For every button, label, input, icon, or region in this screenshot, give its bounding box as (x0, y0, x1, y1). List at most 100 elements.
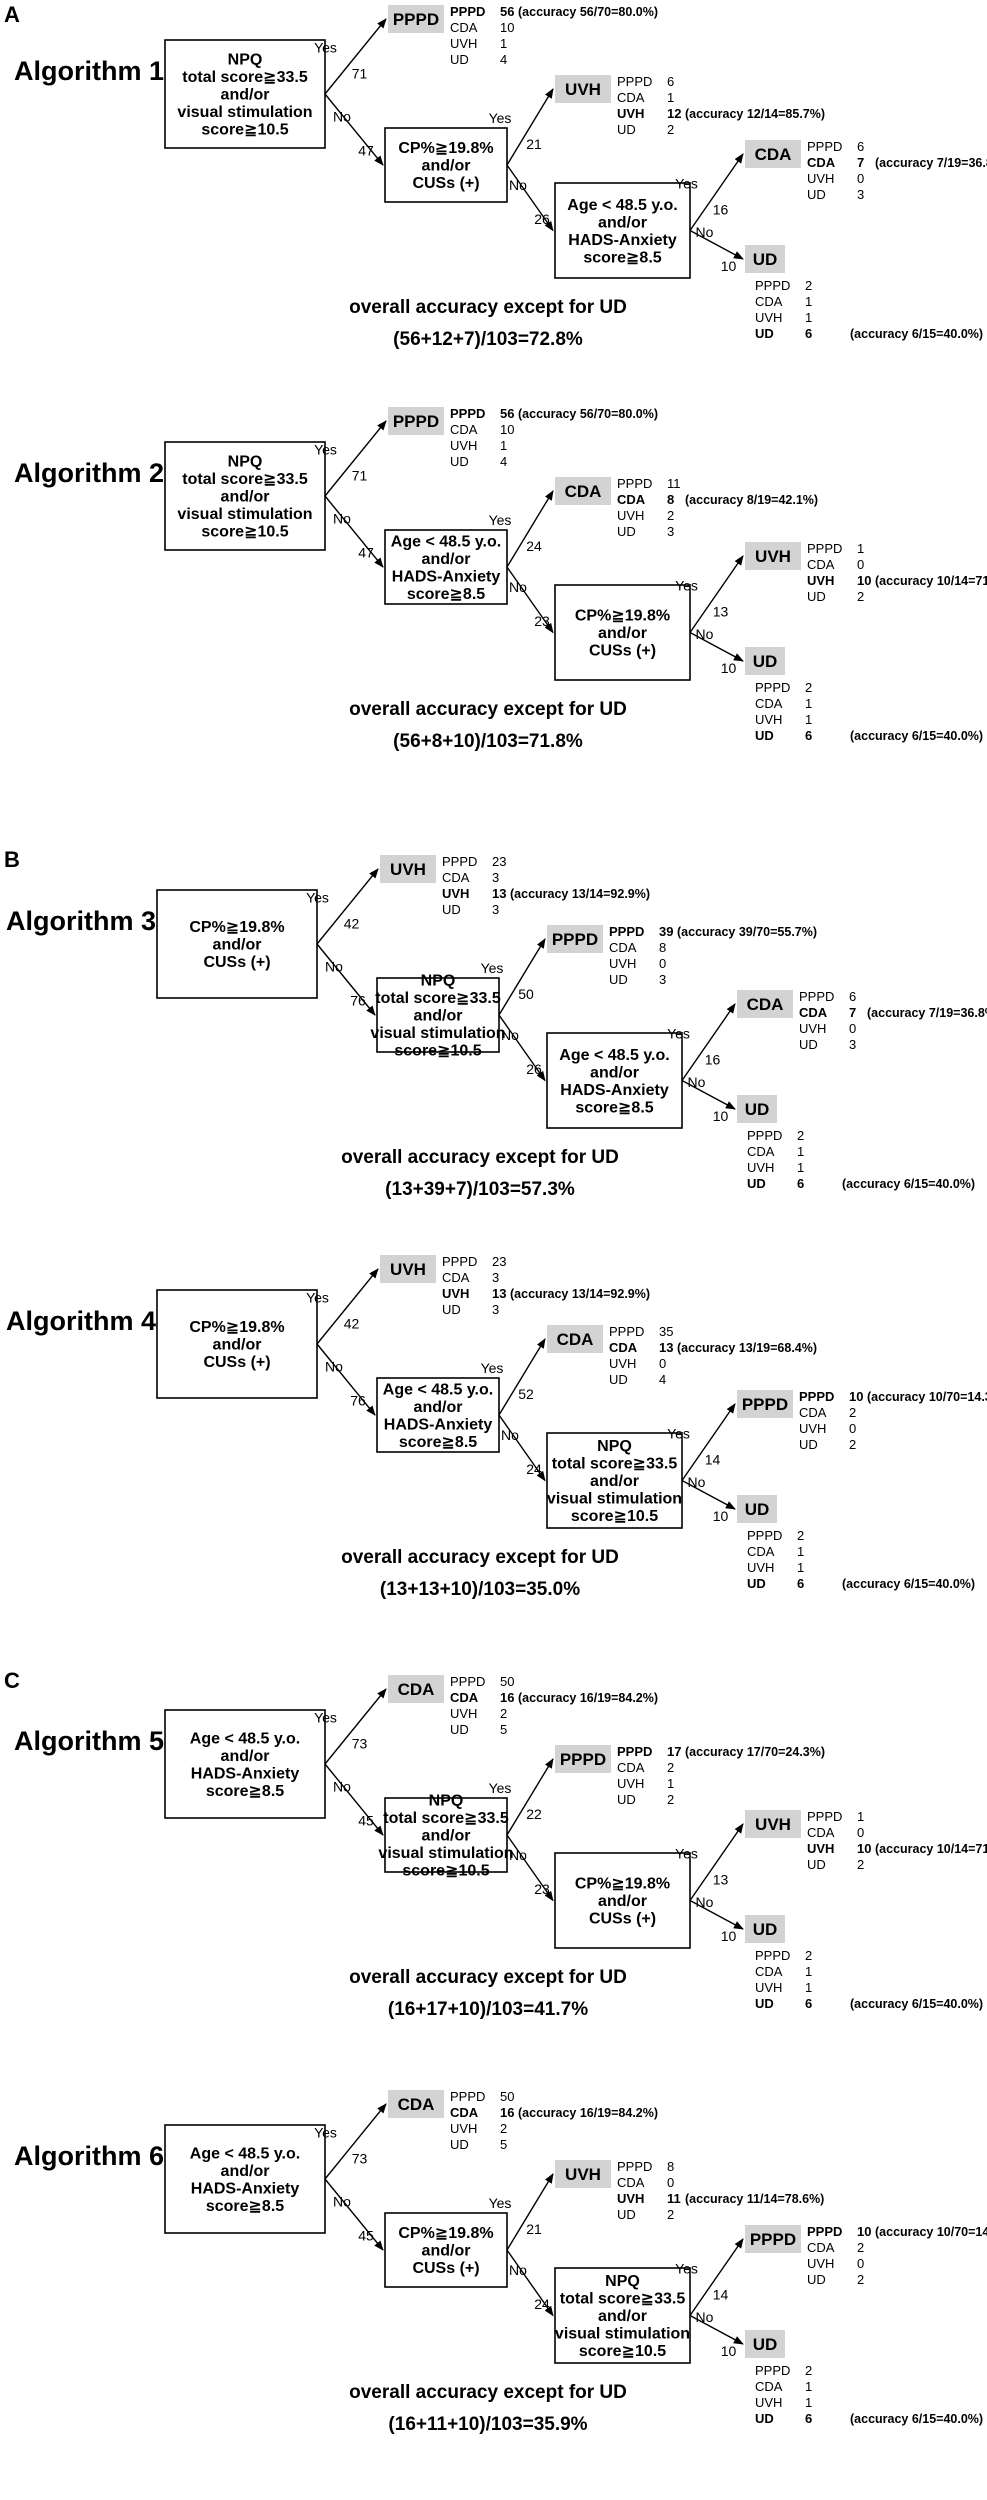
yes-label: Yes (481, 960, 504, 976)
yes-arrow (324, 18, 387, 95)
stat-class-label: CDA (799, 1005, 828, 1020)
overall-accuracy-label: overall accuracy except for UD (341, 1547, 619, 1568)
final-accuracy-text: (accuracy 6/15=40.0%) (842, 1177, 975, 1191)
no-label: No (501, 1427, 519, 1443)
decision-node-text: NPQ (605, 2273, 640, 2290)
overall-accuracy-formula: (16+17+10)/103=41.7% (388, 1999, 588, 2020)
final-stat-value: 1 (797, 1560, 804, 1575)
final-stat-value: 1 (797, 1160, 804, 1175)
final-stat-value: 1 (805, 310, 812, 325)
decision-node-text: score≧8.5 (206, 1783, 284, 1800)
final-stat-class-label: PPPD (747, 1128, 782, 1143)
stat-class-label: CDA (807, 557, 835, 572)
decision-node-text: and/or (422, 551, 471, 568)
accuracy-text: (accuracy 16/19=84.2%) (518, 2106, 658, 2120)
outcome-label: PPPD (393, 412, 439, 431)
outcome-box (745, 140, 801, 168)
outcome-box (555, 477, 611, 505)
no-count: 76 (350, 993, 366, 1009)
algorithm-title: Algorithm 2 (14, 458, 164, 488)
decision-node-box (554, 1852, 691, 1949)
final-stat-class-label: UVH (747, 1160, 774, 1175)
stat-class-label: UD (609, 1372, 628, 1387)
no-count: 23 (534, 1881, 550, 1897)
decision-node-text: CP%≧19.8% (575, 608, 670, 625)
decision-node-box (164, 39, 326, 149)
no-count: 45 (358, 1813, 374, 1829)
stat-class-label: CDA (807, 1825, 835, 1840)
stat-class-label: CDA (807, 2240, 835, 2255)
stat-value: 1 (500, 36, 507, 51)
yes-arrow (506, 88, 554, 166)
stat-class-label: CDA (609, 1340, 638, 1355)
stat-value: 50 (500, 2089, 514, 2104)
outcome-box (388, 5, 444, 33)
stat-class-label: UVH (617, 106, 644, 121)
accuracy-text: (accuracy 17/70=24.3%) (685, 1745, 825, 1759)
yes-arrow (498, 1338, 546, 1416)
no-count: 45 (358, 2228, 374, 2244)
final-stat-class-label: CDA (747, 1144, 775, 1159)
yes-count: 50 (518, 986, 534, 1002)
stat-value: 4 (659, 1372, 666, 1387)
outcome-label: UVH (755, 547, 791, 566)
yes-label: Yes (675, 175, 698, 191)
final-stat-class-label: CDA (755, 294, 783, 309)
stat-class-label: UD (450, 1722, 469, 1737)
outcome-label: CDA (398, 2095, 435, 2114)
yes-arrow (506, 1758, 554, 1836)
final-stat-value: 1 (805, 2395, 812, 2410)
stat-class-label: UVH (807, 573, 834, 588)
final-stat-value: 1 (805, 2379, 812, 2394)
stat-class-label: CDA (617, 2175, 645, 2190)
stat-value: 7 (849, 1005, 856, 1020)
decision-node-text: Age < 48.5 y.o. (383, 1381, 493, 1398)
stat-class-label: UVH (609, 1356, 636, 1371)
panel-letter-c: C (4, 1668, 20, 1693)
decision-node-text: score≧8.5 (399, 1434, 477, 1451)
no-count: 10 (721, 1928, 737, 1944)
no-arrow (506, 566, 554, 634)
accuracy-text: (accuracy 12/14=85.7%) (685, 107, 825, 121)
outcome-box (547, 1325, 603, 1353)
final-outcome-box (745, 245, 785, 273)
decision-node-text: score≧8.5 (575, 1099, 653, 1116)
algorithm-title: Algorithm 1 (14, 56, 164, 86)
decision-node-text: and/or (422, 2243, 471, 2260)
stat-value: 10 (500, 20, 514, 35)
yes-count: 14 (713, 2286, 729, 2302)
decision-node-text: and/or (414, 1008, 463, 1025)
final-stat-class-label: CDA (747, 1544, 775, 1559)
outcome-box (737, 990, 793, 1018)
decision-node-text: CUSs (+) (412, 175, 479, 192)
stat-class-label: PPPD (450, 1674, 485, 1689)
accuracy-text: (accuracy 10/14=71.4%) (875, 574, 987, 588)
final-outcome-label: UD (753, 1920, 778, 1939)
stat-value: 3 (492, 902, 499, 917)
accuracy-text: (accuracy 11/14=78.6%) (685, 2192, 824, 2206)
stat-class-label: PPPD (442, 854, 477, 869)
stat-value: 0 (857, 557, 864, 572)
final-stat-value: 2 (805, 2363, 812, 2378)
decision-node-text: and/or (598, 1893, 647, 1910)
final-stat-value: 6 (805, 2411, 812, 2426)
final-stat-class-label: CDA (755, 696, 783, 711)
final-outcome-box (745, 1915, 785, 1943)
overall-accuracy-formula: (13+39+7)/103=57.3% (385, 1179, 575, 1200)
final-stat-value: 6 (797, 1176, 804, 1191)
decision-node-text: CP%≧19.8% (398, 2225, 493, 2242)
decision-node-text: score≧10.5 (579, 2343, 666, 2360)
no-label: No (333, 511, 351, 527)
stat-value: 1 (667, 1776, 674, 1791)
stat-value: 0 (857, 2256, 864, 2271)
outcome-label: UVH (390, 1260, 426, 1279)
no-arrow (506, 164, 554, 232)
decision-node-text: HADS-Anxiety (392, 568, 501, 585)
decision-node-text: HADS-Anxiety (191, 2180, 300, 2197)
stat-value: 23 (492, 1254, 506, 1269)
decision-node-text: HADS-Anxiety (191, 1765, 300, 1782)
yes-label: Yes (481, 1360, 504, 1376)
stat-class-label: PPPD (617, 74, 652, 89)
decision-node-text: total score≧33.5 (560, 2291, 686, 2308)
no-label: No (688, 1074, 706, 1090)
